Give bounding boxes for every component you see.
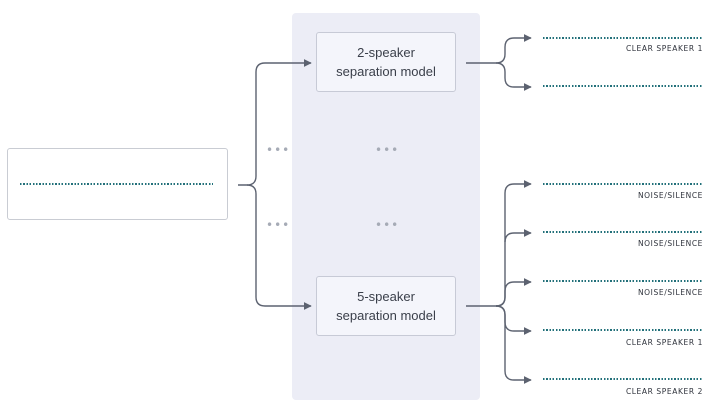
two-speaker-model-box: 2-speaker separation model xyxy=(316,32,456,92)
output-label: CLEAR SPEAKER 1 xyxy=(625,338,703,347)
output-waveform xyxy=(543,85,703,87)
output-waveform xyxy=(543,378,703,380)
output-label: NOISE/SILENCE xyxy=(637,239,703,248)
two-speaker-output-arrow xyxy=(495,34,532,64)
five-speaker-output-arrow xyxy=(504,229,532,243)
output-label: CLEAR SPEAKER 1 xyxy=(625,44,703,53)
two-speaker-model-line2: separation model xyxy=(336,64,436,79)
ellipsis-center-lower: ••• xyxy=(375,218,400,232)
two-speaker-output-arrow xyxy=(495,62,532,91)
input-to-two-speaker-arrow xyxy=(238,59,312,186)
output-waveform xyxy=(543,280,703,282)
output-waveform xyxy=(543,231,703,233)
five-speaker-model-line2: separation model xyxy=(336,308,436,323)
five-speaker-model-line1: 5-speaker xyxy=(357,289,415,304)
ellipsis-left-lower: ••• xyxy=(266,218,291,232)
output-waveform xyxy=(543,183,703,185)
input-to-five-speaker-arrow xyxy=(246,184,312,310)
five-speaker-output-arrow xyxy=(495,305,532,335)
output-label: NOISE/SILENCE xyxy=(637,191,703,200)
five-speaker-output-arrow xyxy=(495,305,532,384)
input-audio-box xyxy=(7,148,228,220)
input-waveform xyxy=(20,183,213,185)
output-waveform xyxy=(543,329,703,331)
ellipsis-center-upper: ••• xyxy=(375,143,400,157)
two-speaker-model-line1: 2-speaker xyxy=(357,45,415,60)
output-label: CLEAR SPEAKER 2 xyxy=(625,387,703,396)
ellipsis-left-upper: ••• xyxy=(266,143,291,157)
output-waveform xyxy=(543,37,703,39)
output-label: NOISE/SILENCE xyxy=(637,288,703,297)
five-speaker-model-box: 5-speaker separation model xyxy=(316,276,456,336)
five-speaker-output-arrow xyxy=(495,278,532,307)
five-speaker-output-arrow xyxy=(495,180,532,307)
